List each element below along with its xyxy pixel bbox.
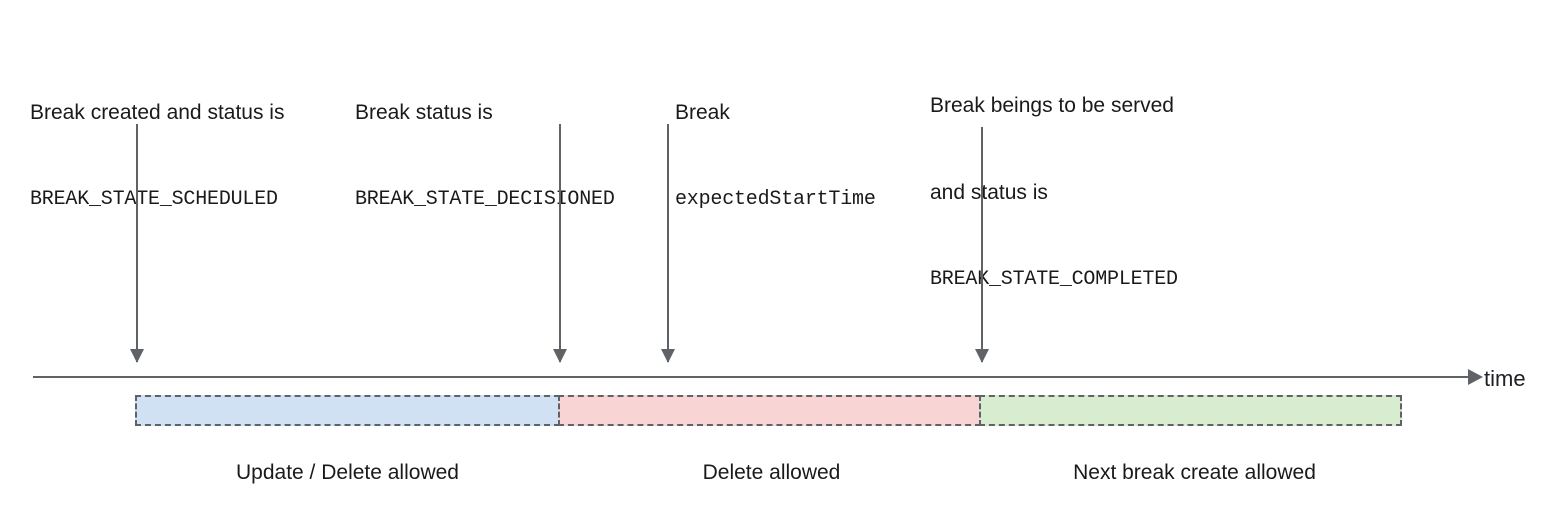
annotation-line: Break status is	[355, 101, 493, 124]
annotation-completed: Break beings to be served and status is …	[930, 33, 1178, 352]
caption-next-break-create: Next break create allowed	[1073, 461, 1316, 484]
pointer-arrow-expected-start-time	[659, 124, 677, 363]
annotation-line: and status is	[930, 181, 1048, 204]
annotation-line: Break created and status is	[30, 101, 285, 124]
caption-delete-only: Delete allowed	[702, 461, 841, 484]
pointer-shaft	[559, 124, 561, 362]
caption-update-delete: Update / Delete allowed	[236, 461, 459, 484]
pointer-shaft	[136, 124, 138, 362]
annotation-line-code: BREAK_STATE_COMPLETED	[930, 268, 1178, 291]
pointer-shaft	[981, 127, 983, 362]
segment-delete-only[interactable]	[558, 395, 981, 426]
arrow-right-icon	[1468, 369, 1483, 385]
segment-update-delete[interactable]	[135, 395, 560, 426]
annotation-expected-start-time: Break expectedStartTime	[675, 40, 876, 272]
annotation-scheduled: Break created and status is BREAK_STATE_…	[30, 40, 284, 272]
annotation-line: Break	[675, 101, 730, 124]
segment-next-break-create[interactable]	[979, 395, 1402, 426]
lifecycle-bar	[135, 395, 1406, 426]
annotation-decisioned: Break status is BREAK_STATE_DECISIONED	[355, 40, 615, 272]
pointer-arrow-completed	[973, 127, 991, 363]
arrow-down-icon	[975, 349, 989, 363]
arrow-down-icon	[130, 349, 144, 363]
annotation-line-code: BREAK_STATE_DECISIONED	[355, 188, 615, 211]
arrow-down-icon	[661, 349, 675, 363]
annotation-line: Break beings to be served	[930, 94, 1174, 117]
arrow-down-icon	[553, 349, 567, 363]
time-axis-label: time	[1484, 366, 1526, 391]
pointer-shaft	[667, 124, 669, 362]
time-axis-line	[33, 376, 1470, 378]
pointer-arrow-scheduled	[128, 124, 146, 363]
annotation-line-code: BREAK_STATE_SCHEDULED	[30, 188, 278, 211]
pointer-arrow-decisioned	[551, 124, 569, 363]
annotation-line-code: expectedStartTime	[675, 188, 876, 211]
